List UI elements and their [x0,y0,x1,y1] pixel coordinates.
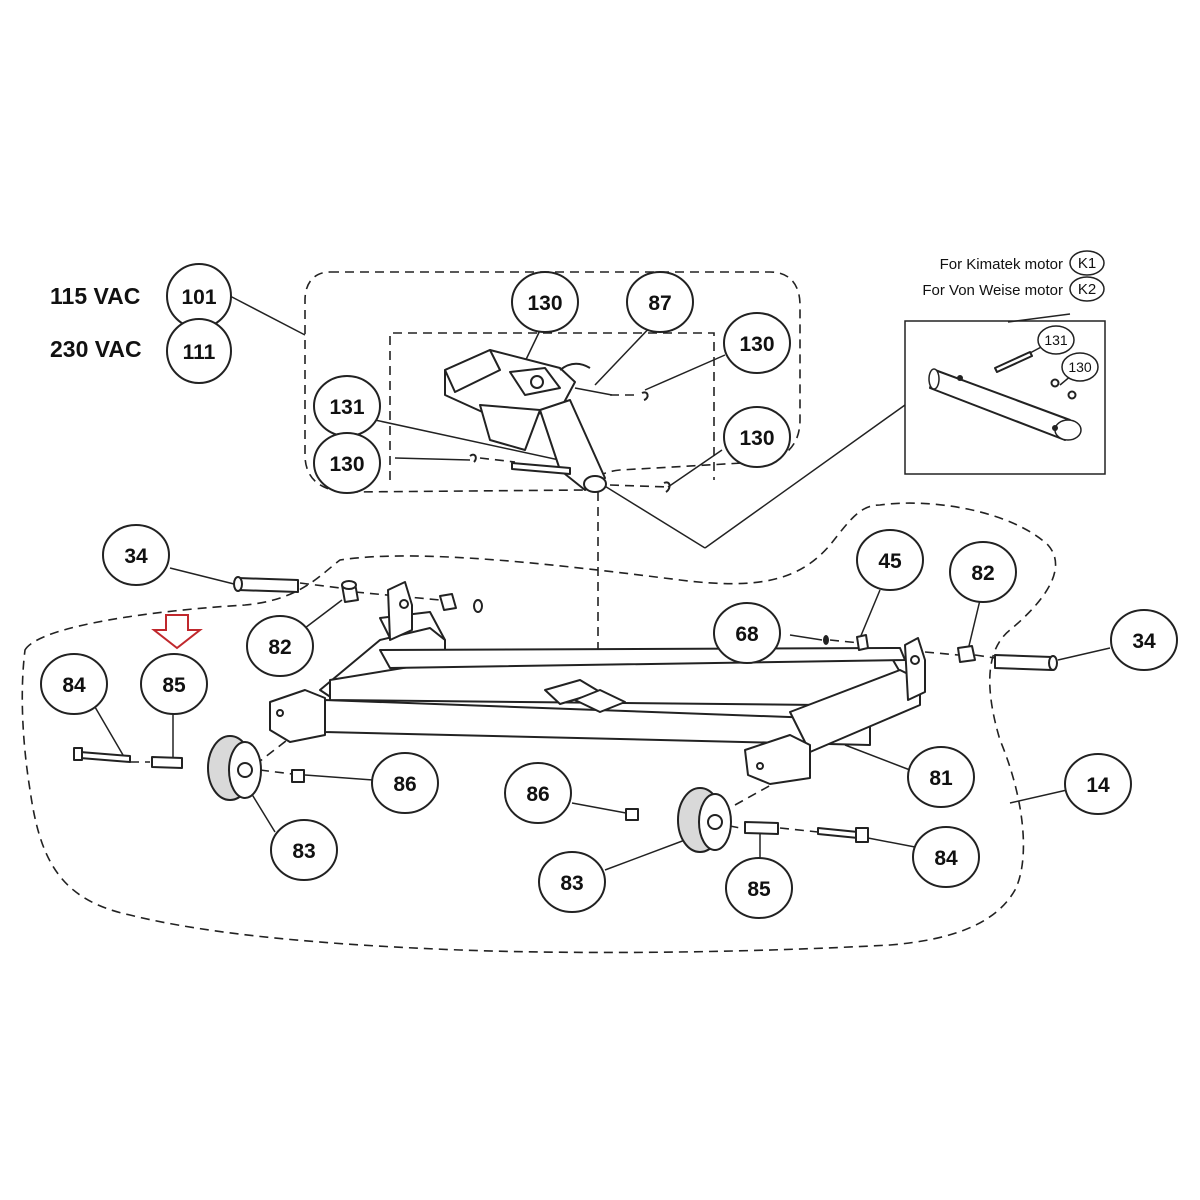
callout-label: 85 [162,674,186,697]
callout-82-right: 82 [949,541,1017,603]
callout-130-right-a: 130 [723,312,791,374]
hardware [73,576,1058,843]
callout-130-top: 130 [511,271,579,333]
svg-text:230 VAC: 230 VAC [50,336,142,362]
callout-130-right-b: 130 [723,406,791,468]
callout-label: 68 [735,623,759,646]
callout-label: 130 [527,292,562,315]
callout-14: 14 [1064,753,1132,815]
callout-label: 130 [329,453,364,476]
motor-note-von-weise: For Von Weise motor K2 [922,276,1105,302]
base-assembly-region [21,502,1057,954]
callout-45: 45 [856,529,924,591]
voltage-option-115: 115 VAC 101 [50,263,232,329]
callout-bubble [713,602,781,664]
callout-label: 14 [1086,774,1110,797]
callout-83-right: 83 [538,851,606,913]
callout-84-left: 84 [40,653,108,715]
wheel-left [207,735,262,801]
callout-bubble [102,524,170,586]
callout-bubble [40,653,108,715]
callout-86-left: 86 [371,752,439,814]
svg-text:For Von Weise motor: For Von Weise motor [922,282,1063,299]
callout-34-right: 34 [1110,609,1178,671]
callout-label: 34 [1132,630,1156,653]
callout-34-left: 34 [102,524,170,586]
callout-label: 87 [648,292,671,315]
callout-81: 81 [907,746,975,808]
callout-87: 87 [626,271,694,333]
callout-130-left: 130 [313,432,381,494]
callout-bubble [907,746,975,808]
callout-label: 83 [292,840,315,863]
base-frame [269,581,926,785]
callout-label: 84 [62,674,86,697]
callout-bubble [140,653,208,715]
callout-bubble [723,312,791,374]
callout-bubble [1064,753,1132,815]
callout-bubble [270,819,338,881]
callout-86-right: 86 [504,762,572,824]
callout-85-left: 85 [140,653,208,715]
callout-label: 130 [739,427,774,450]
callout-bubble [313,432,381,494]
voltage-option-230: 230 VAC 111 [50,318,232,384]
inset-callout-131: 131 [1037,325,1075,355]
linear-actuator [444,349,613,493]
callout-bubble [246,615,314,677]
svg-text:K2: K2 [1078,281,1096,298]
callout-label: 86 [526,783,549,806]
callout-bubble [725,857,793,919]
callout-label: 86 [393,773,416,796]
callout-label: 34 [124,545,148,568]
callout-68: 68 [713,602,781,664]
callout-label: 130 [739,333,774,356]
callout-label: 45 [878,550,902,573]
svg-text:K1: K1 [1078,255,1096,272]
callout-bubble [371,752,439,814]
svg-text:111: 111 [183,341,216,364]
svg-text:For Kimatek motor: For Kimatek motor [940,256,1063,273]
callout-bubble [538,851,606,913]
callout-label: 131 [329,396,364,419]
callout-label: 85 [747,878,771,901]
callout-bubble [912,826,980,888]
callout-bubble [511,271,579,333]
down-arrow-icon [151,614,203,650]
svg-text:131: 131 [1044,332,1068,348]
callout-131: 131 [313,375,381,437]
callout-bubble [626,271,694,333]
callout-bubble [1110,609,1178,671]
motor-inner-frame [389,332,715,480]
motor-note-kimatek: For Kimatek motor K1 [940,250,1105,276]
callout-bubble [949,541,1017,603]
callout-bubble [723,406,791,468]
callout-bubble [856,529,924,591]
wheel-right [677,787,732,853]
leader-lines [94,295,1111,871]
callout-label: 82 [268,636,291,659]
callout-82-left: 82 [246,615,314,677]
inset-callout-130: 130 [1061,352,1099,382]
callout-label: 81 [929,767,953,790]
callout-label: 84 [934,847,958,870]
svg-text:115 VAC: 115 VAC [50,283,140,309]
callout-label: 83 [560,872,583,895]
inset-tube [928,368,1082,441]
svg-text:101: 101 [181,286,216,309]
callout-label: 82 [971,562,994,585]
svg-text:130: 130 [1068,359,1092,375]
callout-85-right: 85 [725,857,793,919]
callout-84-right: 84 [912,826,980,888]
callout-bubble [504,762,572,824]
callout-83-left: 83 [270,819,338,881]
